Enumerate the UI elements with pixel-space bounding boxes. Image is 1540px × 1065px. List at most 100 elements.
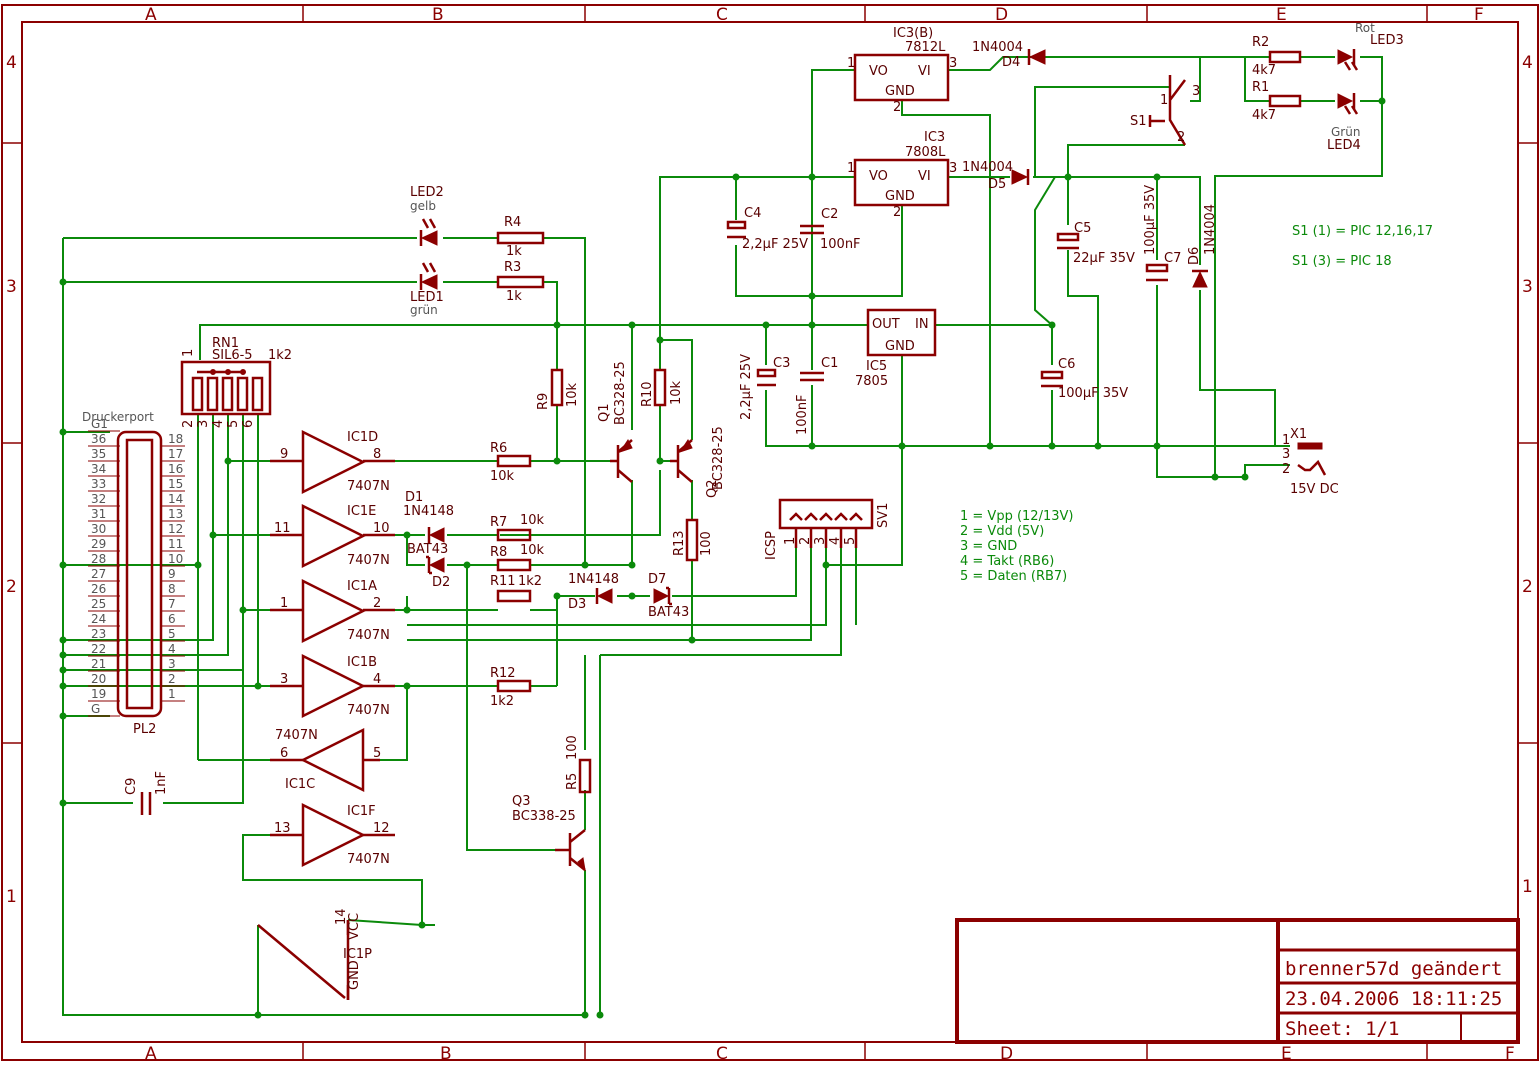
pin-number: 9 — [280, 447, 288, 462]
switch-s1: S1 1 2 3 — [1130, 75, 1200, 146]
ref-label: R13 — [672, 530, 687, 556]
value-label: 7407N — [347, 479, 390, 494]
icsp-legend-line: 2 = Vdd (5V) — [960, 524, 1044, 539]
ref-label: IC1C — [285, 777, 315, 792]
pl2-pin-label: 32 — [91, 492, 106, 506]
pl2-pin-label: 25 — [91, 597, 106, 611]
diode-d3: 1N4148 D3 — [568, 572, 619, 612]
resistor-r6: R6 10k — [490, 441, 532, 484]
pin-number: 3 — [280, 672, 288, 687]
value-label: BC338-25 — [512, 809, 576, 824]
ref-label: D1 — [405, 490, 423, 505]
ref-label: LED1 — [410, 290, 444, 305]
connector-sv1: ICSP SV1 1 2 3 4 5 — [764, 498, 891, 560]
name-label: ICSP — [764, 531, 779, 560]
row-label: 3 — [6, 277, 17, 297]
pin-label: OUT — [872, 317, 900, 332]
ref-label: IC3(B) — [893, 26, 933, 41]
ref-label: C6 — [1058, 357, 1075, 372]
ref-label: RN1 — [212, 336, 239, 351]
value-label: 10k — [520, 543, 545, 558]
led-led4: Grün LED4 — [1327, 93, 1361, 153]
pin-number: 1 — [783, 537, 798, 545]
res-label: 1k2 — [268, 348, 292, 363]
pl2-pin-label: 7 — [168, 597, 176, 611]
regulator-ic3: VO VI GND 1 3 2 IC3 7808L — [847, 130, 957, 220]
ref-label: R6 — [490, 441, 507, 456]
value-label: 22µF 35V — [1073, 251, 1135, 266]
ref-label: LED3 — [1370, 33, 1404, 48]
pin-label: VO — [869, 169, 888, 184]
title-text: brenner57d geändert — [1285, 958, 1502, 980]
value-label: 1k — [506, 289, 522, 304]
capacitor-c9: C9 1nF — [124, 771, 169, 815]
frame-column-labels-top: A B C D E F — [145, 5, 1484, 25]
diode-d5: 1N4004 D5 — [962, 160, 1030, 192]
diode-d2: BAT43 D2 — [407, 542, 450, 590]
row-label: 1 — [1522, 877, 1533, 897]
col-label: D — [995, 5, 1008, 25]
ref-label: IC1P — [343, 947, 372, 962]
pin-label: GND — [885, 339, 915, 354]
pl2-pin-label: 12 — [168, 522, 183, 536]
icsp-legend-line: 5 = Daten (RB7) — [960, 569, 1067, 584]
icsp-legend-line: 4 = Takt (RB6) — [960, 554, 1054, 569]
col-label: C — [716, 1044, 728, 1064]
pl2-pin-label: 14 — [168, 492, 183, 506]
col-label: E — [1281, 1044, 1292, 1064]
nets — [62, 56, 1383, 1016]
pin-number: 11 — [274, 521, 291, 536]
ref-label: C7 — [1164, 251, 1181, 266]
ref-label: R9 — [536, 393, 551, 410]
col-label: D — [1000, 1044, 1013, 1064]
row-label: 2 — [1522, 577, 1533, 597]
regulator-ic5: OUT IN GND IC5 7805 — [855, 308, 937, 389]
title-block: brenner57d geändert 23.04.2006 18:11:25 … — [955, 918, 1520, 1044]
ref-label: LED4 — [1327, 138, 1361, 153]
pl2-pin-label: 1 — [168, 687, 176, 701]
value-label: BAT43 — [648, 605, 689, 620]
capacitor-c4: C4 2,2µF 25V — [726, 206, 808, 252]
ref-label: PL2 — [133, 722, 156, 737]
buffer-ic1d: IC1D 7407N 9 8 — [270, 429, 395, 495]
ref-label: C1 — [821, 356, 838, 371]
resistor-r13: R13 100 — [672, 518, 714, 562]
ref-label: D5 — [988, 177, 1006, 192]
pin-number: 3 — [813, 537, 828, 545]
value-label: 1N4004 — [972, 40, 1023, 55]
pin-label: IN — [915, 317, 929, 332]
resistor-r1: R1 4k7 — [1252, 80, 1302, 123]
pl2-pin-label: 26 — [91, 582, 106, 596]
pin-number: 1 — [847, 56, 855, 71]
pl2-pin-label: 20 — [91, 672, 106, 686]
pin-number: 3 — [1282, 447, 1290, 462]
connector-x1: X1 1 3 2 15V DC — [1282, 427, 1339, 497]
value-label: 100nF — [795, 394, 810, 435]
led-led1: LED1 grün — [410, 262, 444, 317]
value-label: 10k — [669, 380, 684, 405]
col-label: F — [1474, 5, 1484, 25]
color-label: Rot — [1355, 21, 1375, 35]
pl2-pin-label: 13 — [168, 507, 183, 521]
capacitor-c5: C5 22µF 35V — [1056, 221, 1135, 266]
resistor-r5: R5 100 — [565, 735, 592, 794]
pl2-pin-label: 16 — [168, 462, 183, 476]
buffer-ic1c: 7407N IC1C 5 6 — [270, 727, 381, 793]
resistor-r8: R8 10k — [490, 543, 545, 572]
ref-label: R4 — [504, 215, 521, 230]
led-led3: Rot LED3 — [1337, 21, 1404, 71]
pin-number: 6 — [280, 746, 288, 761]
pl2-pin-label: G1 — [91, 417, 108, 431]
ref-label: IC1D — [347, 430, 378, 445]
capacitor-c6: C6 100µF 35V — [1040, 357, 1128, 401]
value-label: 1k2 — [490, 694, 514, 709]
pl2-pin-label: 36 — [91, 432, 106, 446]
capacitor-c3: C3 2,2µF 25V — [739, 354, 790, 420]
pin-number: 2 — [373, 596, 381, 611]
pin-number: 13 — [274, 821, 291, 836]
pin-label: GND — [885, 189, 915, 204]
value-label: 1nF — [154, 771, 169, 795]
